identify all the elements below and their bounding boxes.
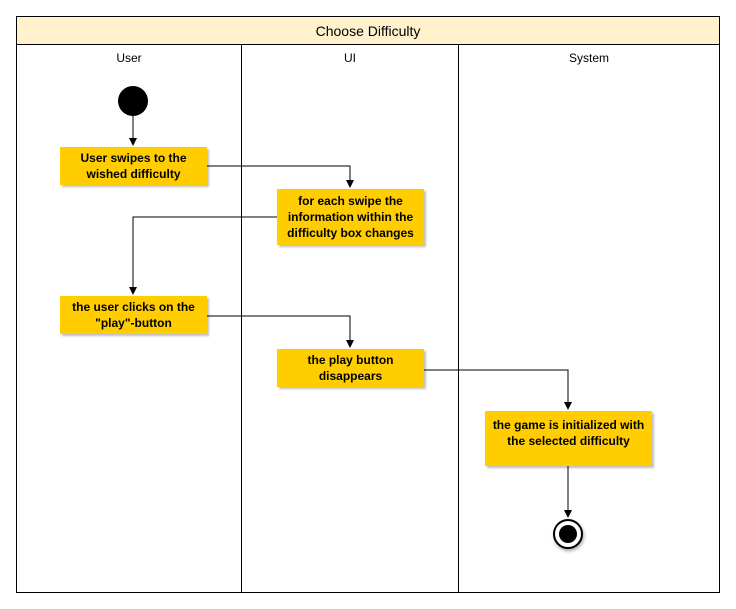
connector-info-to-click — [129, 216, 277, 295]
connector-click-to-disappears — [207, 315, 354, 348]
lane-label-system: System — [568, 51, 609, 65]
activity-info-changes: for each swipe the information within th… — [277, 189, 424, 245]
activity-game-init: the game is initialized with the selecte… — [485, 411, 652, 466]
start-node — [118, 86, 148, 116]
activity-click-play: the user clicks on the "play"-button — [60, 296, 207, 334]
connector-swipe-to-info — [207, 165, 354, 188]
activity-play-disappears: the play button disappears — [277, 349, 424, 387]
lane-label-user: User — [116, 51, 142, 65]
activity-swipe: User swipes to the wished difficulty — [60, 147, 207, 185]
diagram-title: Choose Difficulty — [16, 16, 720, 45]
lane-system: System — [458, 45, 720, 593]
end-node — [553, 519, 583, 549]
lane-label-ui: UI — [344, 51, 356, 65]
connector-disappears-to-init — [424, 369, 572, 410]
